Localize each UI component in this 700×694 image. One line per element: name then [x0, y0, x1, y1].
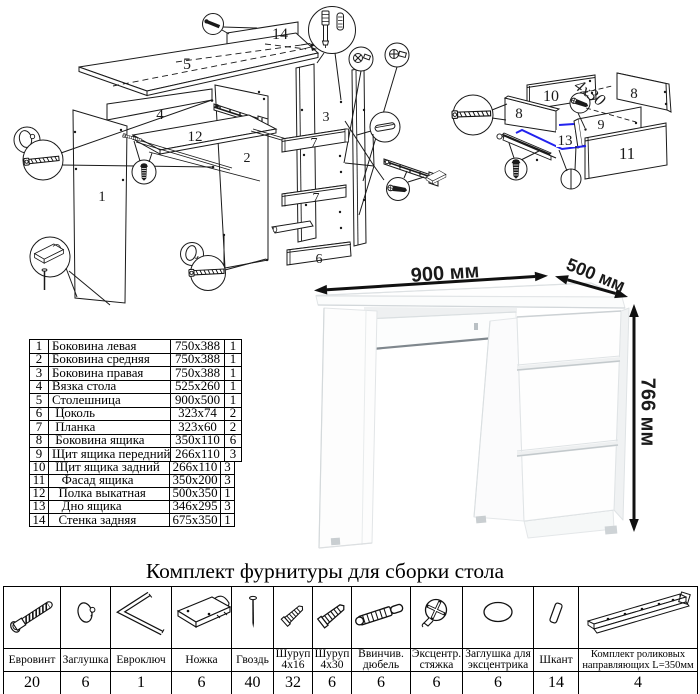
svg-text:5: 5: [183, 56, 191, 73]
svg-text:13: 13: [558, 133, 573, 149]
svg-text:766 мм: 766 мм: [637, 378, 659, 447]
svg-text:2: 2: [244, 151, 251, 166]
svg-text:900 мм: 900 мм: [410, 260, 480, 287]
svg-text:4: 4: [156, 107, 164, 123]
svg-text:1: 1: [98, 189, 106, 205]
svg-text:6: 6: [316, 252, 323, 267]
svg-text:9: 9: [598, 118, 605, 133]
svg-text:8: 8: [630, 86, 638, 102]
svg-text:12: 12: [188, 129, 203, 145]
svg-text:3: 3: [323, 110, 330, 125]
svg-text:10: 10: [543, 88, 559, 105]
svg-text:7: 7: [313, 191, 320, 206]
svg-text:14: 14: [272, 26, 288, 43]
svg-text:8: 8: [515, 106, 523, 122]
svg-text:11: 11: [619, 144, 635, 163]
svg-text:7: 7: [311, 136, 318, 151]
